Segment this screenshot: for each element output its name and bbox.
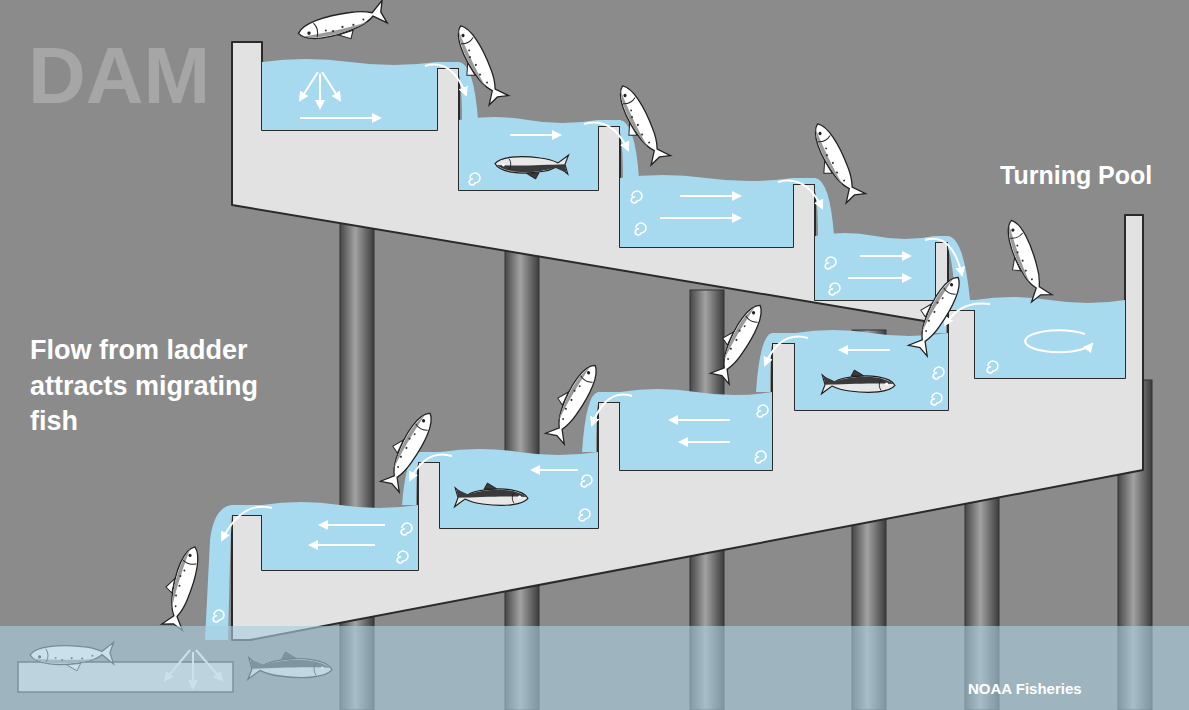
flow-arrow xyxy=(425,65,466,95)
flow-arrow xyxy=(222,507,272,540)
flow-arrow xyxy=(310,544,375,546)
falling-water xyxy=(756,333,772,392)
credit-watermark: NOAA Fisheries xyxy=(968,680,1082,698)
pool-water xyxy=(440,449,598,528)
flow-arrow xyxy=(778,180,822,208)
salmon xyxy=(540,357,603,444)
salmon xyxy=(822,370,896,394)
pool-water xyxy=(620,389,772,470)
swirl xyxy=(987,361,998,373)
salmon xyxy=(156,542,204,630)
salmon xyxy=(375,405,438,492)
flow-arrow xyxy=(592,395,632,425)
pool-water xyxy=(262,502,418,570)
swirl xyxy=(931,393,942,405)
flow-arrow xyxy=(584,122,628,150)
salmon xyxy=(455,483,529,507)
swirl xyxy=(631,191,642,203)
flow-arrow xyxy=(680,441,730,443)
salmon xyxy=(802,119,865,206)
flow-arrow xyxy=(410,454,452,480)
pool-water xyxy=(262,59,437,130)
swirl xyxy=(579,509,590,521)
salmon xyxy=(445,21,508,108)
swirl xyxy=(757,405,768,417)
flow-arrow xyxy=(860,255,910,257)
turning-arrow xyxy=(1025,330,1092,352)
flow-arrow xyxy=(765,337,808,365)
flow-arrow xyxy=(660,217,740,219)
flow-arrow xyxy=(680,195,740,197)
flow-arrow xyxy=(670,419,730,421)
salmon xyxy=(705,297,768,384)
pool-label: Turning Pool xyxy=(1000,160,1152,190)
swirl xyxy=(397,551,408,563)
flow-arrow xyxy=(925,239,962,275)
falling-water xyxy=(815,178,834,236)
swirl xyxy=(635,223,646,235)
splash-arrow xyxy=(300,72,318,100)
swirl xyxy=(581,475,592,487)
pool-water xyxy=(815,233,935,300)
flow-arrow xyxy=(320,524,385,526)
falling-water xyxy=(205,505,232,640)
flow-arrow xyxy=(532,469,578,471)
salmon xyxy=(296,0,390,51)
flow-arrow xyxy=(848,277,910,279)
pool-water xyxy=(459,117,598,190)
river-water xyxy=(0,626,1189,710)
salmon xyxy=(607,81,670,168)
flow-arrow xyxy=(840,349,890,351)
salmon xyxy=(495,155,569,179)
swirl xyxy=(401,523,412,535)
flow-arrow xyxy=(300,117,380,119)
pool-water xyxy=(620,175,793,247)
salmon xyxy=(995,217,1052,305)
swirl xyxy=(469,173,480,185)
turning-pool-water xyxy=(975,297,1125,378)
swirl xyxy=(933,367,944,379)
annotation-text: Flow from ladder attracts migrating fish xyxy=(30,333,300,440)
flow-arrow xyxy=(510,134,560,136)
swirl xyxy=(829,283,840,295)
splash-arrow xyxy=(319,74,321,108)
dam-label: DAM xyxy=(28,32,210,120)
swirl xyxy=(213,610,224,622)
salmon xyxy=(903,269,966,356)
splash-arrow xyxy=(322,72,340,100)
ladder-concrete xyxy=(232,42,948,325)
swirl xyxy=(825,257,836,269)
swirl xyxy=(755,451,766,463)
